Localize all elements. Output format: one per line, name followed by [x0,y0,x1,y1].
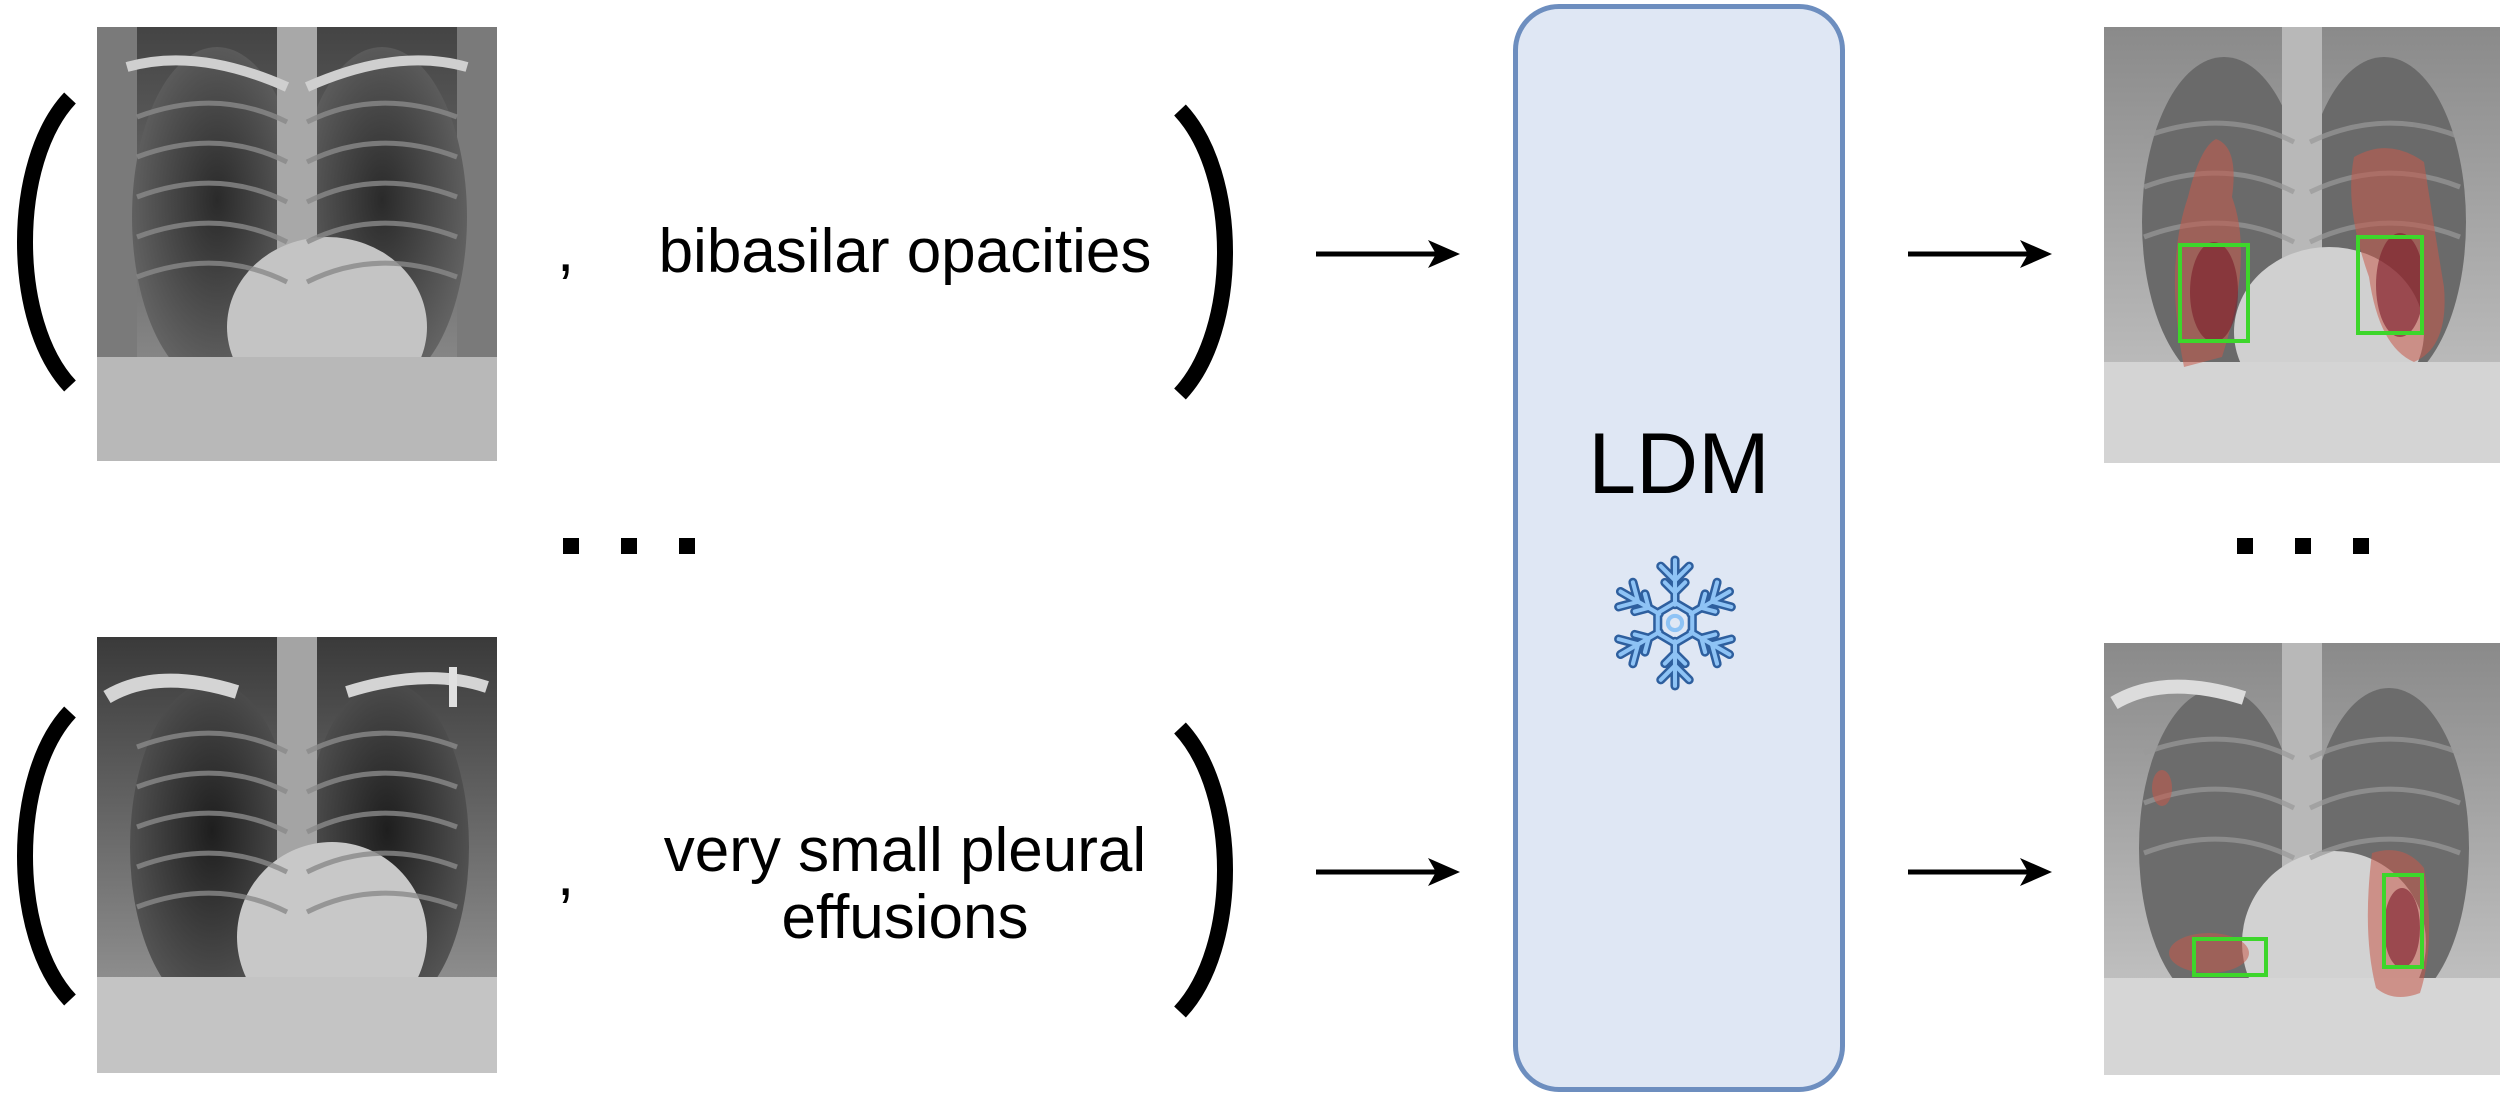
ldm-label: LDM [1588,416,1770,512]
snowflake-icon [1604,552,1746,694]
xray-output-heatmap-row2 [2104,643,2500,1075]
right-parenthesis-row2 [1170,722,1250,1018]
arrow-to-output-row1 [1908,234,2052,274]
arrow-to-ldm-row1 [1316,234,1460,274]
caption-row1: bibasilar opacities [615,217,1195,286]
caption-row2-line1: very small pleural [663,816,1147,885]
comma-row1: , [557,216,575,285]
ellipsis-left [563,538,695,554]
xray-output-heatmap-row1 [2104,27,2500,463]
arrow-to-ldm-row2 [1316,852,1460,892]
caption-row2: very small pleural effusions [615,816,1195,952]
xray-input-image-row2 [97,637,497,1073]
bbox-left-row2 [2192,937,2268,977]
bbox-left-row1 [2178,243,2250,343]
arrow-to-output-row2 [1908,852,2052,892]
bbox-right-row2 [2382,873,2424,969]
ldm-model-box: LDM [1513,4,1845,1092]
bbox-right-row1 [2356,235,2424,335]
caption-row1-line1: bibasilar opacities [658,217,1152,286]
ellipsis-right [2237,538,2369,554]
xray-input-image-row1 [97,27,497,461]
right-parenthesis-row1 [1170,104,1250,400]
caption-row2-line2: effusions [781,882,1029,952]
comma-row2: , [557,840,575,909]
left-parenthesis-row2 [0,706,80,1006]
left-parenthesis-row1 [0,92,80,392]
